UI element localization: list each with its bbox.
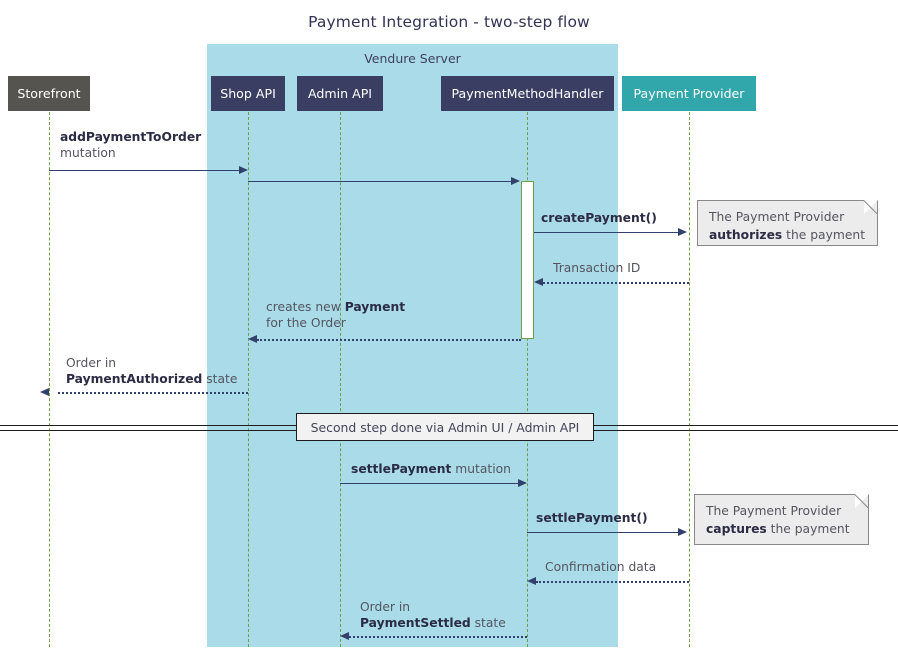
participant-admin-api[interactable]: Admin API [297, 76, 383, 111]
message-line2-for-the-order: for the Order [266, 315, 346, 330]
message-line1-pre-creates: creates new [266, 300, 345, 314]
divider-rule-right [594, 425, 898, 431]
arrow-head-transaction-id [534, 278, 543, 286]
message-rest-confirmation-data: Confirmation data [545, 560, 657, 574]
arrow-head-settle-payment-call [678, 528, 687, 536]
lifeline-admin-api [340, 112, 341, 647]
message-bold-settle-payment-call: settlePayment() [536, 511, 648, 525]
arrow-head-payment-authorized [40, 388, 49, 396]
arrow-head-confirmation-data [527, 577, 536, 585]
divider-rule-left [0, 425, 296, 431]
note-provider-authorizes: The Payment Provider authorizes the paym… [697, 200, 878, 246]
message-line2-post-state: state [202, 371, 238, 386]
message-label-transaction-id: Transaction ID [553, 261, 640, 277]
participant-storefront[interactable]: Storefront [8, 76, 90, 111]
page-title: Payment Integration - two-step flow [308, 13, 590, 31]
message-bold-settle-payment: settlePayment [351, 462, 452, 476]
note-2-line-1: The Payment Provider [706, 504, 842, 518]
note-line-2-bold: authorizes [709, 228, 783, 242]
arrow-head-add-payment-to-order [239, 166, 248, 174]
message-line2-bold-payment-settled: PaymentSettled [360, 615, 471, 630]
message-rest-add-payment-to-order: mutation [60, 145, 116, 160]
lifeline-shop-api [248, 112, 249, 647]
group-box-vendure-server [207, 44, 618, 647]
arrow-head-payment-settled [340, 632, 349, 640]
message-line-shop-api-to-handler [248, 181, 511, 182]
participant-shop-api[interactable]: Shop API [211, 76, 285, 111]
message-line2-bold-payment-authorized: PaymentAuthorized [66, 371, 203, 386]
message-line-add-payment-to-order [49, 170, 241, 171]
arrow-head-settle-payment-mutation [518, 479, 527, 487]
message-line1-order-in-settled: Order in [360, 600, 411, 614]
note-fold-icon-1 [864, 200, 878, 214]
message-line-confirmation-data [536, 581, 689, 583]
message-line2-post-state-settled: state [470, 615, 506, 630]
lifeline-payment-provider [689, 112, 690, 647]
message-line-payment-authorized [58, 392, 248, 394]
message-rest-transaction-id: Transaction ID [553, 261, 641, 275]
message-label-payment-settled: Order in PaymentSettled state [360, 600, 506, 631]
message-label-settle-payment-mutation: settlePayment mutation [351, 462, 511, 478]
note-line-2-post: the payment [782, 228, 866, 242]
message-line-settle-payment-mutation [340, 483, 518, 484]
message-label-confirmation-data: Confirmation data [545, 560, 656, 576]
arrow-head-shop-api-to-handler [511, 177, 520, 185]
message-rest-mutation: mutation [451, 462, 511, 476]
message-label-settle-payment-call: settlePayment() [536, 511, 648, 527]
divider-label-box: Second step done via Admin UI / Admin AP… [296, 413, 594, 441]
message-label-add-payment-to-order: addPaymentToOrder mutation [60, 130, 201, 161]
activation-bar-payment-method-handler [521, 181, 534, 339]
participant-payment-method-handler[interactable]: PaymentMethodHandler [441, 76, 614, 111]
participant-payment-provider[interactable]: Payment Provider [622, 76, 756, 111]
note-2-line-2-post: the payment [766, 522, 850, 536]
message-line1-bold-payment: Payment [344, 300, 406, 314]
note-fold-icon-2 [855, 494, 869, 508]
message-label-create-payment: createPayment() [541, 211, 657, 227]
message-line-transaction-id [543, 282, 689, 284]
message-line-create-payment [534, 232, 678, 233]
message-line1-order-in: Order in [66, 356, 117, 370]
message-line-payment-settled [349, 636, 527, 638]
message-bold-add-payment-to-order: addPaymentToOrder [60, 130, 202, 144]
arrow-head-create-payment [678, 228, 687, 236]
message-label-payment-authorized: Order in PaymentAuthorized state [66, 356, 237, 387]
note-line-1: The Payment Provider [709, 210, 845, 224]
lifeline-storefront [49, 112, 50, 647]
message-label-creates-new-payment: creates new Payment for the Order [266, 300, 405, 331]
lifeline-payment-method-handler [527, 112, 528, 647]
note-2-line-2-bold: captures [706, 522, 767, 536]
group-label: Vendure Server [364, 51, 461, 66]
message-bold-create-payment: createPayment() [541, 211, 657, 225]
note-provider-captures: The Payment Provider captures the paymen… [694, 494, 869, 545]
message-line-settle-payment-call [527, 532, 678, 533]
arrow-head-creates-new-payment [248, 335, 257, 343]
message-line-creates-new-payment [257, 339, 521, 341]
